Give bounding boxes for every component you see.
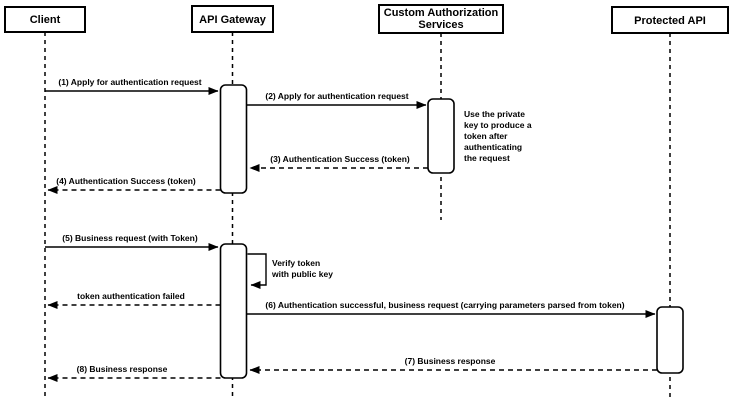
note-line-2: key to produce a	[464, 120, 532, 130]
message-8-label: (8) Business response	[77, 364, 168, 374]
message-7-label: (7) Business response	[405, 356, 496, 366]
message-1-label: (1) Apply for authentication request	[58, 77, 201, 87]
actor-box-custom-authorization-services	[378, 4, 504, 34]
actor-label-custom-authorization-line2: Services	[418, 19, 463, 31]
self-message-verify-token-line2: with public key	[271, 269, 333, 279]
self-message-verify-token-arrow	[247, 253, 267, 289]
message-5-label: (5) Business request (with Token)	[62, 233, 198, 243]
message-token-failed-label: token authentication failed	[77, 291, 185, 301]
message-6-label: (6) Authentication successful, business …	[265, 300, 624, 310]
note-line-4: authenticating	[464, 142, 522, 152]
activation-api-gateway-2	[219, 243, 248, 379]
note-line-1: Use the private	[464, 109, 525, 119]
note-line-5: the request	[464, 153, 510, 163]
actor-label-api-gateway: API Gateway	[199, 14, 267, 26]
message-4-label: (4) Authentication Success (token)	[56, 176, 196, 186]
actor-box-protected-api	[611, 6, 729, 34]
activation-api-gateway-1	[219, 84, 248, 194]
activation-protected-api	[656, 306, 684, 374]
actor-label-protected-api: Protected API	[634, 15, 706, 27]
message-2-label: (2) Apply for authentication request	[265, 91, 408, 101]
activation-custom-authorization-services	[427, 98, 455, 174]
actor-label-client: Client	[30, 14, 61, 26]
message-3-label: (3) Authentication Success (token)	[270, 154, 410, 164]
self-message-verify-token-line1: Verify token	[272, 258, 320, 268]
actor-box-api-gateway	[191, 5, 274, 33]
actor-box-client	[4, 6, 86, 33]
actor-label-custom-authorization-line1: Custom Authorization	[384, 7, 499, 19]
note-line-3: token after	[464, 131, 508, 141]
